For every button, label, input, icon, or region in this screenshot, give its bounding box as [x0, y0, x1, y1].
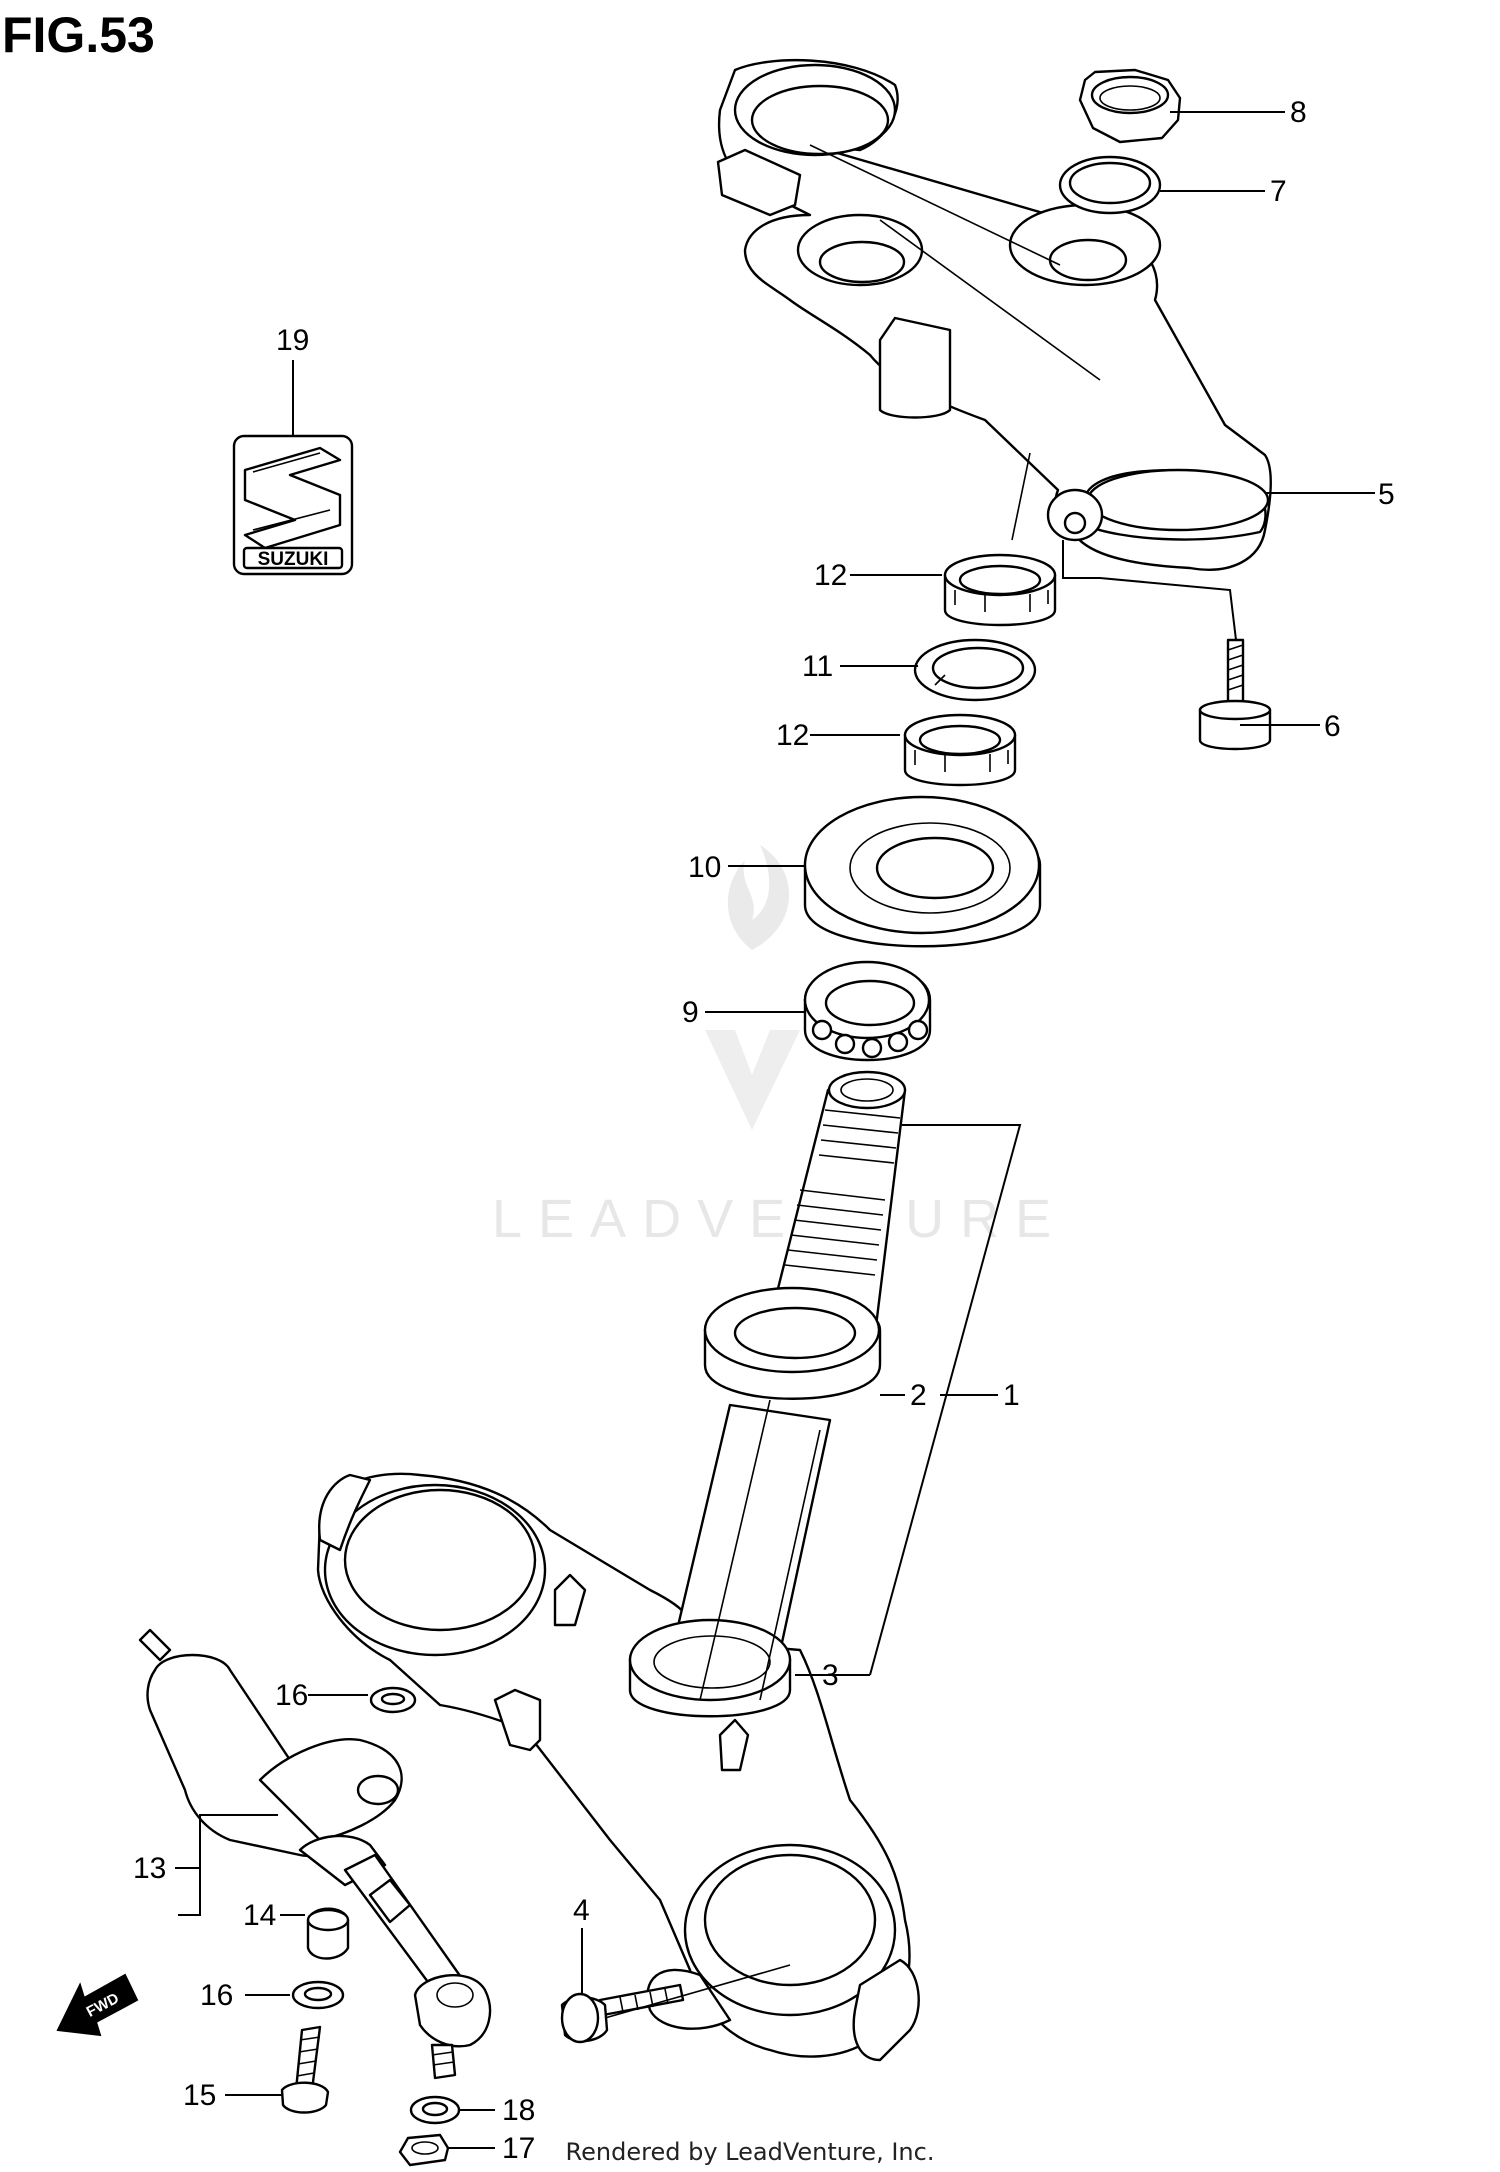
suzuki-emblem-part-19: SUZUKI	[232, 434, 354, 576]
figure-title: FIG.53	[2, 7, 155, 63]
fwd-arrow: FWD	[56, 1973, 139, 2037]
bolt-part-6	[1198, 638, 1272, 751]
callout-6: 6	[1324, 710, 1341, 743]
callout-12-lower: 12	[776, 719, 809, 752]
callout-12-upper: 12	[814, 559, 847, 592]
callout-15: 15	[183, 2079, 216, 2112]
callout-16-upper: 16	[275, 1679, 308, 1712]
nut-part-8	[1078, 68, 1182, 144]
dust-seal-part-10	[803, 795, 1042, 948]
bearing-part-9	[803, 960, 932, 1062]
footer-credit: Rendered by LeadVenture, Inc.	[566, 2138, 935, 2166]
bolt-part-15	[280, 2025, 330, 2114]
callout-19: 19	[276, 324, 309, 357]
callout-5: 5	[1378, 478, 1395, 511]
bolt-part-4	[560, 1964, 791, 2044]
washer-part-7	[1058, 155, 1162, 215]
steering-stem-part-1	[316, 1070, 920, 2062]
leader-lines	[175, 111, 1375, 2149]
suzuki-s-logo-icon	[243, 446, 342, 550]
watermark-text: LEADVENTURE	[492, 1189, 1067, 1249]
watermark-flame-icon	[727, 845, 790, 950]
washer-part-11	[913, 638, 1037, 702]
nut-part-17	[398, 2133, 450, 2167]
watermark-v-icon	[705, 1030, 800, 1130]
callout-11: 11	[802, 650, 833, 683]
suzuki-logo-text: SUZUKI	[258, 549, 329, 570]
callouts: 8 7 5 6 12 11 12 10 9 2 1 3 4 16 13 14 1…	[133, 96, 1395, 2165]
lock-nut-part-12-upper	[943, 553, 1057, 627]
forward-arrow-icon	[56, 1973, 139, 2037]
upper-bracket-part-5	[716, 58, 1272, 571]
bushing-part-14	[306, 1907, 350, 1960]
callout-1: 1	[1003, 1379, 1020, 1412]
callout-3: 3	[822, 1659, 839, 1692]
callout-10: 10	[688, 851, 721, 884]
callout-7: 7	[1270, 175, 1287, 208]
callout-16-lower: 16	[200, 1979, 233, 2012]
callout-4: 4	[573, 1894, 590, 1927]
washer-part-18	[409, 2095, 461, 2125]
callout-8: 8	[1290, 96, 1307, 129]
washer-part-16-upper	[369, 1686, 417, 1714]
watermark: LEADVENTURE	[492, 845, 1067, 1249]
callout-18: 18	[502, 2094, 535, 2127]
callout-9: 9	[682, 996, 699, 1029]
callout-2: 2	[910, 1379, 927, 1412]
steering-damper-part-13	[138, 1628, 492, 2080]
callout-14: 14	[243, 1899, 276, 1932]
callout-13: 13	[133, 1852, 166, 1885]
callout-17: 17	[502, 2132, 535, 2165]
lock-nut-part-12-lower	[903, 713, 1017, 787]
washer-part-16-lower	[291, 1980, 345, 2010]
